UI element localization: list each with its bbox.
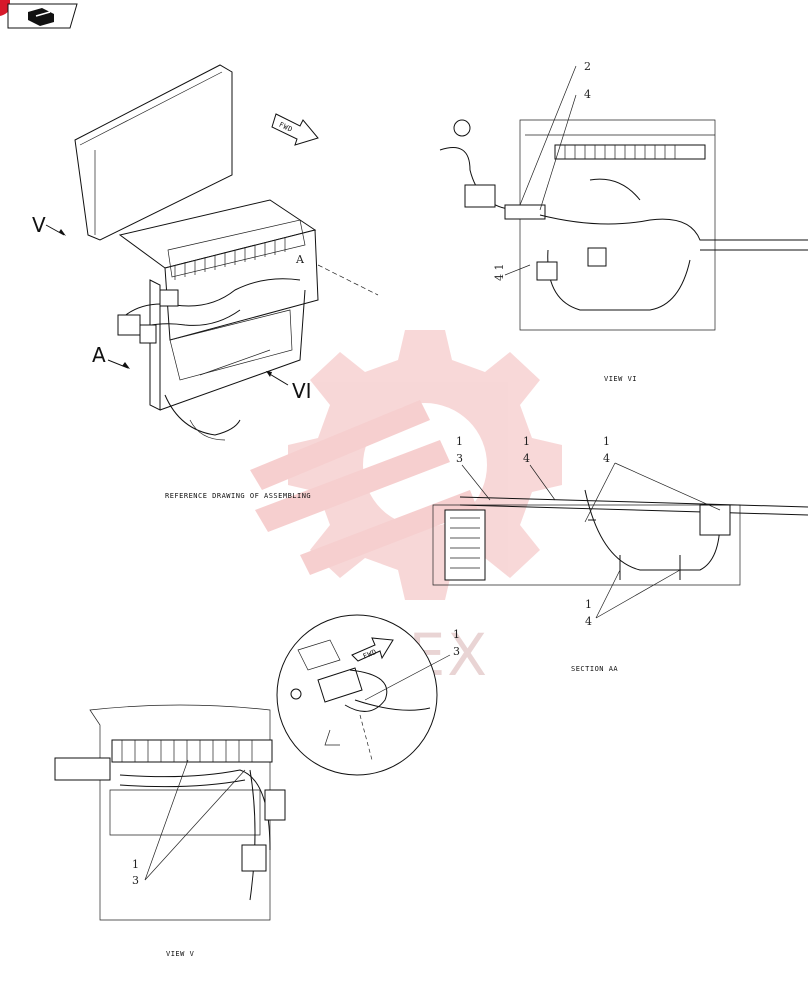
vi-callout-left: 4 1 (493, 264, 506, 282)
watermark-gear-icon (250, 330, 562, 600)
aa-callout-3a: 3 (456, 452, 463, 465)
aa-callout-1b: 1 (523, 435, 530, 448)
section-aa-drawing (432, 489, 809, 586)
fwd-arrow-icon: FWD (271, 113, 319, 146)
view-v-drawing (54, 704, 286, 921)
section-aa-title: SECTION AA (571, 665, 618, 673)
view-vi-title: VIEW VI (604, 375, 637, 383)
reference-assembly-drawing (74, 64, 379, 441)
view-vi-marker: VI (292, 379, 312, 403)
view-v-title: VIEW V (166, 950, 195, 958)
aa-callout-1a: 1 (456, 435, 463, 448)
v-callout-3: 3 (132, 874, 139, 887)
section-a-marker: A (295, 253, 305, 266)
aa-callout-1d: 1 (585, 598, 592, 611)
aa-callout-4c: 4 (603, 452, 610, 465)
detail-fwd-arrow-icon (351, 637, 394, 662)
view-v-marker: V (32, 213, 46, 237)
aa-callout-4d: 4 (585, 615, 592, 628)
corner-badge (0, 0, 78, 29)
aa-callout-1c: 1 (603, 435, 610, 448)
vi-callout-4: 4 (584, 88, 591, 101)
v-callout-1: 1 (132, 858, 139, 871)
view-a-marker: A (92, 343, 106, 367)
view-vi-drawing (439, 119, 808, 331)
detail-callout-3: 3 (453, 645, 460, 658)
detail-callout-1: 1 (453, 628, 460, 641)
aa-callout-4b: 4 (523, 452, 530, 465)
detail-circle (276, 614, 438, 776)
reference-drawing-title: REFERENCE DRAWING OF ASSEMBLING (165, 492, 311, 500)
vi-callout-2: 2 (584, 60, 591, 73)
book-icon (28, 8, 54, 26)
